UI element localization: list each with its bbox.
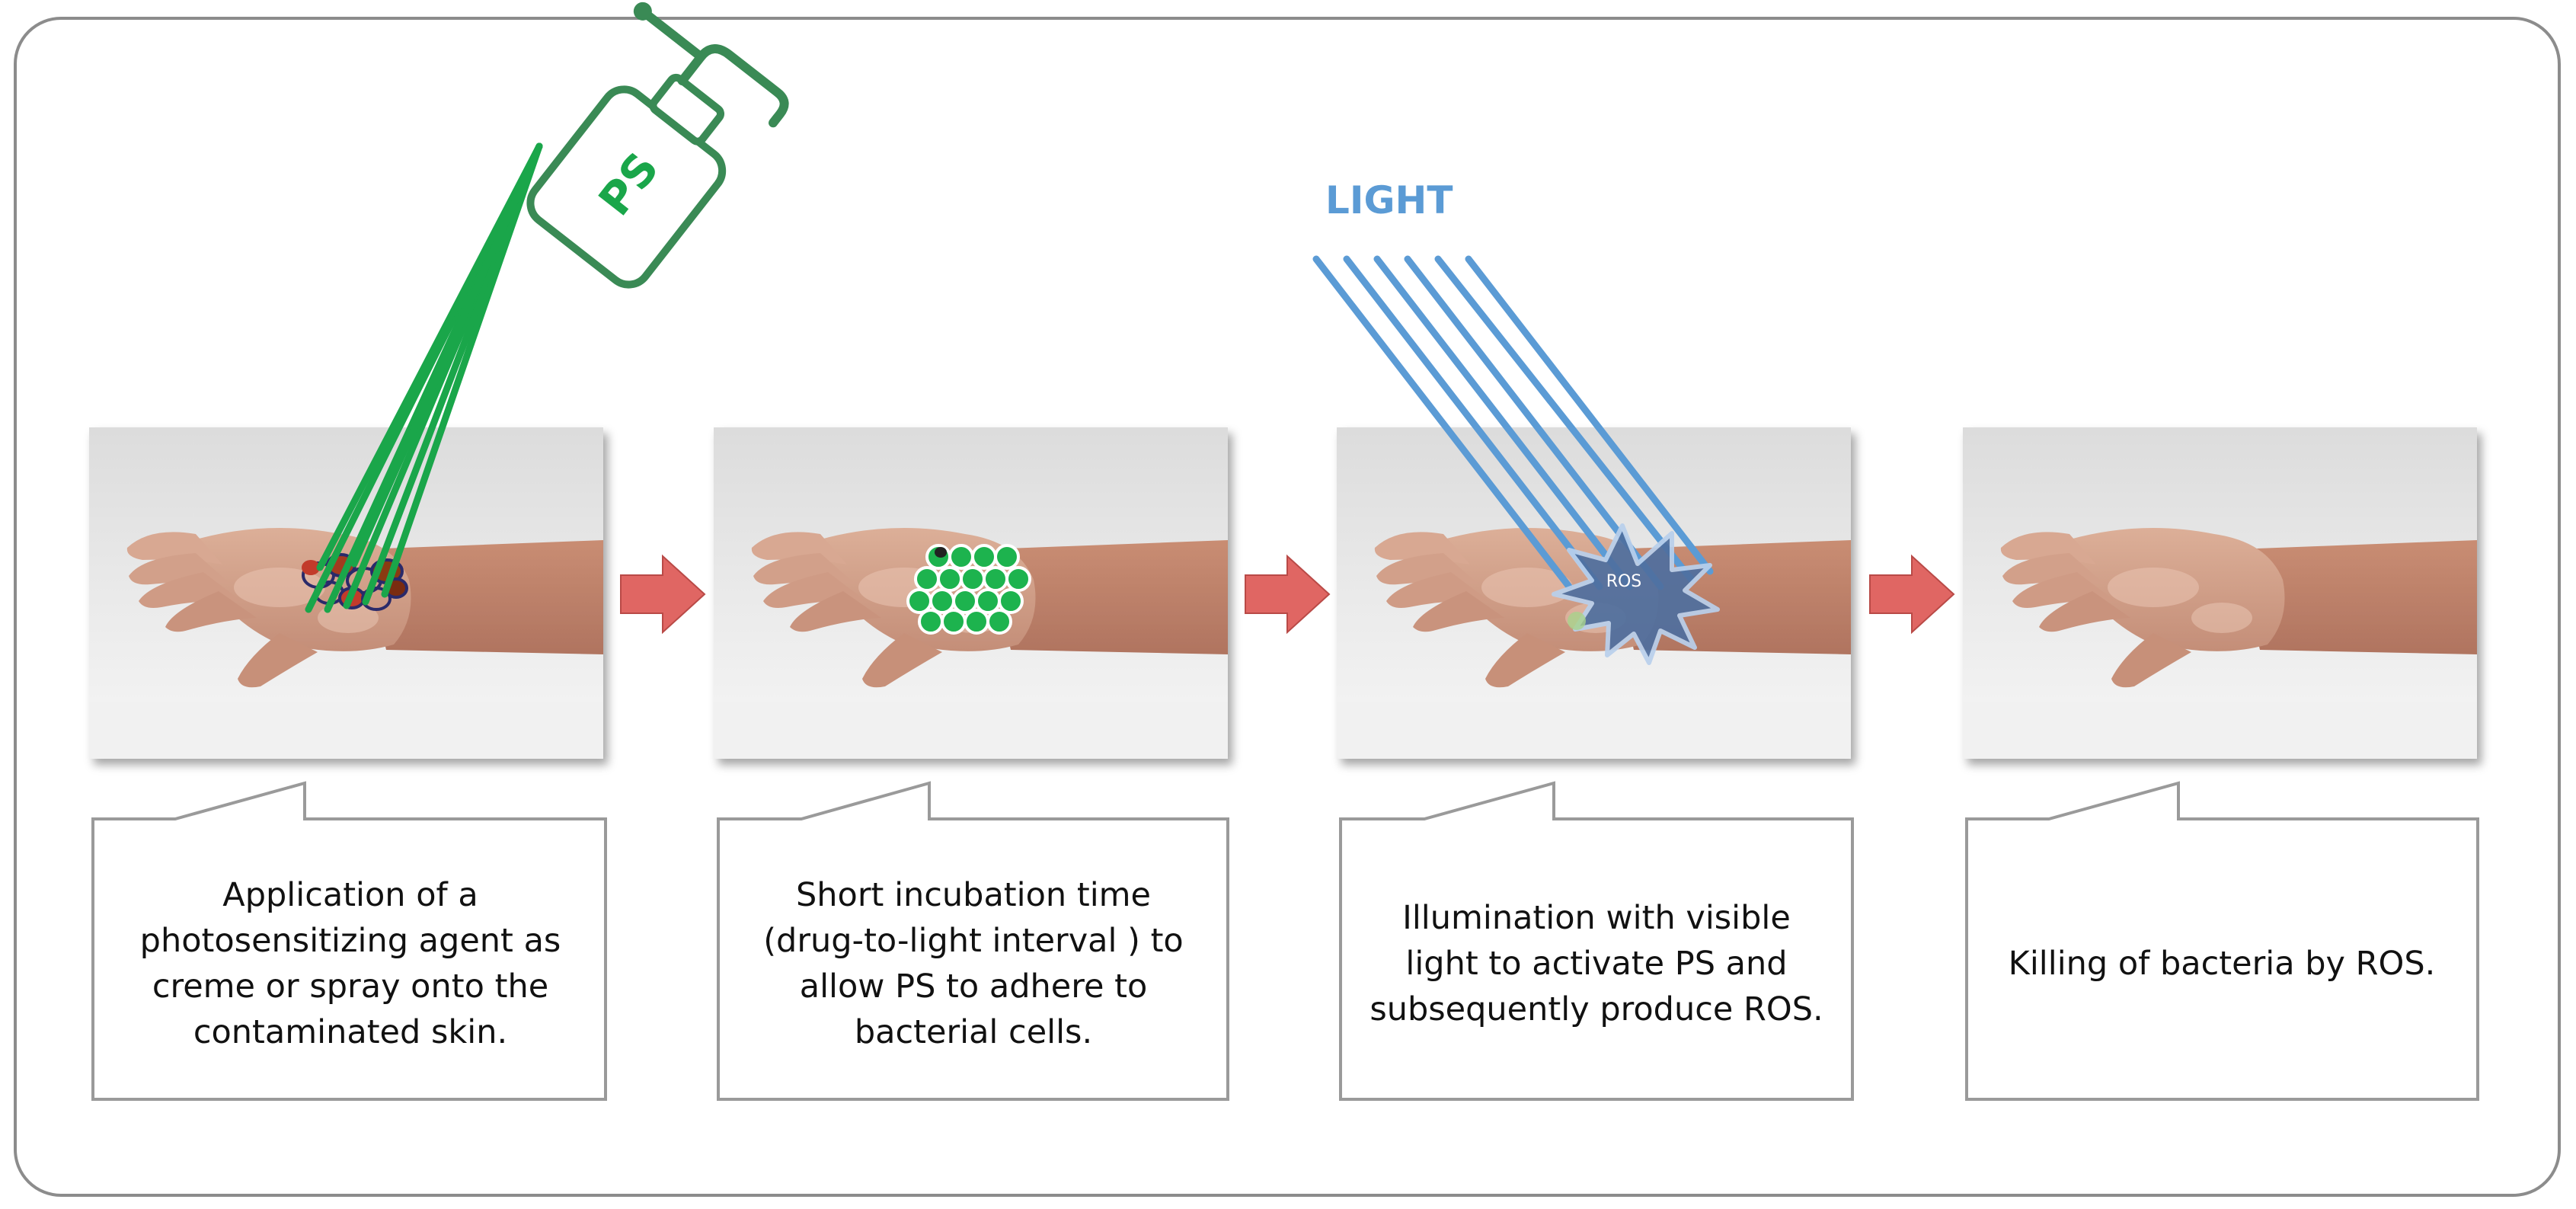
spray-lines [305,142,543,613]
spray-bottle: PS [526,2,789,289]
light-label: LIGHT [1325,178,1453,222]
step-4-caption: Killing of bacteria by ROS. [2008,945,2436,983]
step-1-caption: Application of a photosensitizing agent … [139,876,561,1051]
step-arrow-2 [1245,554,1331,635]
callout-box-3 [1339,781,1854,1101]
step-arrow-3 [1869,554,1955,635]
step-3-caption: Illumination with visible light to activ… [1369,899,1823,1028]
callout-box-4 [1965,781,2479,1101]
ros-burst-label: ROS [1606,572,1642,591]
light-rays [1312,255,1714,590]
step-4-photo [1963,427,2477,759]
callout-box-1 [91,781,607,1101]
step-arrow-1 [620,554,706,635]
ros-burst: ROS [1552,523,1720,665]
ps-coated-bacteria [906,544,1031,635]
dark-bacterium [935,547,947,558]
callout-box-2 [717,781,1229,1101]
step-2-caption: Short incubation time (drug-to-light int… [763,876,1184,1051]
